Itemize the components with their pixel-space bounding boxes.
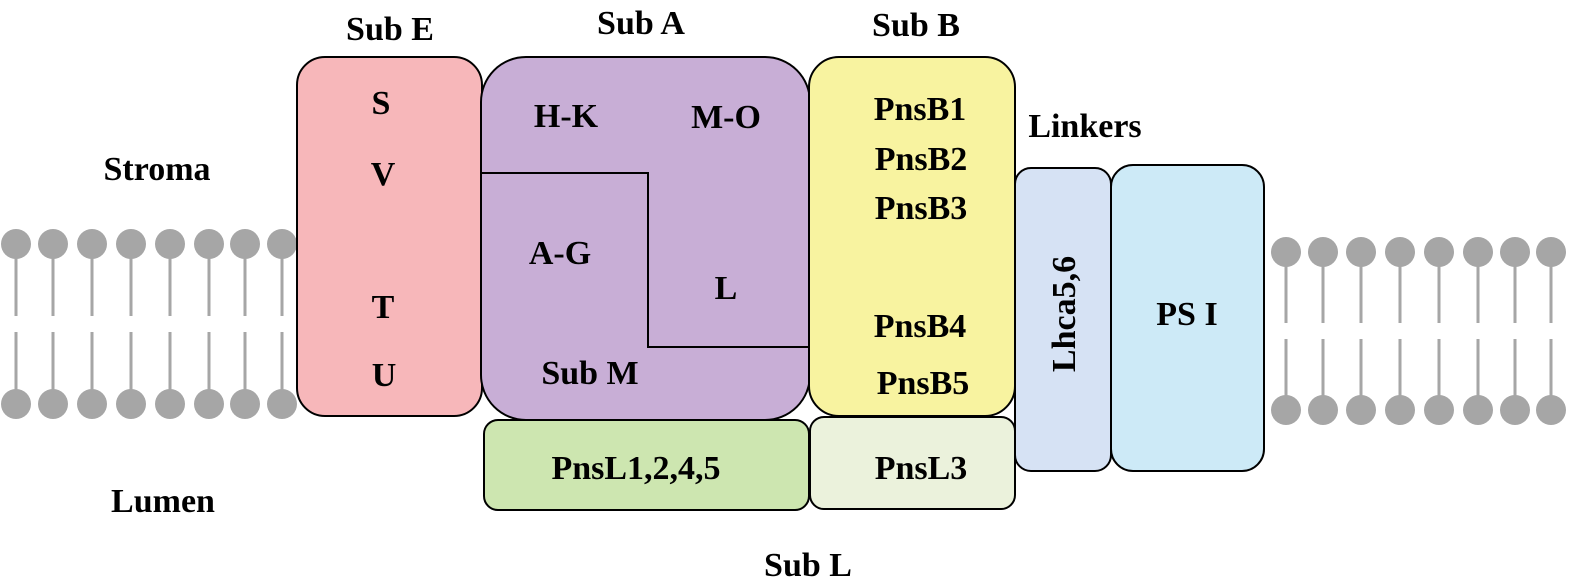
- lipid-head: [77, 389, 107, 419]
- linkers-label: Linkers: [1028, 108, 1141, 145]
- lipid-head: [1463, 237, 1493, 267]
- sub-e-item: S: [372, 85, 391, 122]
- psi-label: PS I: [1156, 296, 1217, 333]
- sub-a-item-hk: H-K: [534, 98, 599, 135]
- lipid-head: [77, 229, 107, 259]
- lipid-head: [1424, 237, 1454, 267]
- lipid-head: [1385, 237, 1415, 267]
- lipid-head: [1463, 395, 1493, 425]
- lipid-head: [267, 389, 297, 419]
- lhca-label: Lhca5,6: [1046, 256, 1083, 372]
- lipid-head: [1, 229, 31, 259]
- sub-e-item: V: [371, 156, 396, 193]
- lipid-pair: [1424, 237, 1454, 425]
- lipid-head: [194, 229, 224, 259]
- lipid-head: [1271, 237, 1301, 267]
- membrane-lipids-right: [1271, 237, 1566, 425]
- lipid-pair: [1536, 237, 1566, 425]
- lipid-pair: [1385, 237, 1415, 425]
- pnsl-left-label: PnsL1,2,4,5: [551, 450, 720, 487]
- sub-b-item: PnsB4: [874, 308, 967, 345]
- lipid-pair: [1308, 237, 1338, 425]
- sub-l-label: Sub L: [764, 547, 852, 584]
- lipid-head: [116, 389, 146, 419]
- lipid-head: [1536, 395, 1566, 425]
- sub-e-item: U: [372, 357, 397, 394]
- lumen-label: Lumen: [111, 483, 215, 520]
- lipid-pair: [116, 229, 146, 419]
- lipid-head: [116, 229, 146, 259]
- sub-a-item-mo: M-O: [691, 99, 761, 136]
- stroma-label: Stroma: [103, 151, 210, 188]
- pnsl-right-label: PnsL3: [875, 450, 968, 487]
- sub-b-item: PnsB1: [874, 91, 967, 128]
- lipid-head: [155, 389, 185, 419]
- lipid-head: [1346, 237, 1376, 267]
- lipid-head: [1, 389, 31, 419]
- lipid-head: [1271, 395, 1301, 425]
- lipid-pair: [38, 229, 68, 419]
- lipid-head: [38, 389, 68, 419]
- lipid-head: [1308, 237, 1338, 267]
- lipid-head: [38, 229, 68, 259]
- lipid-head: [194, 389, 224, 419]
- lipid-pair: [1346, 237, 1376, 425]
- lipid-head: [1346, 395, 1376, 425]
- lipid-head: [1385, 395, 1415, 425]
- sub-b-item: PnsB5: [877, 365, 970, 402]
- sub-m-label: Sub M: [541, 355, 638, 392]
- sub-e-item: T: [372, 289, 395, 326]
- lipid-pair: [194, 229, 224, 419]
- sub-e-label: Sub E: [346, 11, 434, 48]
- lipid-pair: [1271, 237, 1301, 425]
- lipid-head: [155, 229, 185, 259]
- lipid-pair: [267, 229, 297, 419]
- sub-b-label: Sub B: [872, 7, 960, 44]
- lipid-pair: [1500, 237, 1530, 425]
- sub-a-item-l: L: [715, 270, 738, 307]
- sub-a-label: Sub A: [597, 5, 685, 42]
- lipid-head: [1536, 237, 1566, 267]
- membrane-lipids-left: [1, 229, 297, 419]
- lipid-head: [267, 229, 297, 259]
- lipid-head: [230, 229, 260, 259]
- psi-box: [1110, 164, 1265, 472]
- lipid-head: [1424, 395, 1454, 425]
- sub-m-item-ag: A-G: [529, 235, 591, 272]
- lipid-head: [1308, 395, 1338, 425]
- pnsl-right-box: [809, 416, 1016, 510]
- lipid-head: [230, 389, 260, 419]
- sub-b-item: PnsB3: [875, 190, 968, 227]
- sub-b-item: PnsB2: [875, 141, 968, 178]
- sub-m-divider: [481, 172, 810, 348]
- lipid-pair: [155, 229, 185, 419]
- lipid-pair: [77, 229, 107, 419]
- lipid-head: [1500, 395, 1530, 425]
- lipid-head: [1500, 237, 1530, 267]
- lipid-pair: [230, 229, 260, 419]
- lipid-pair: [1463, 237, 1493, 425]
- lipid-pair: [1, 229, 31, 419]
